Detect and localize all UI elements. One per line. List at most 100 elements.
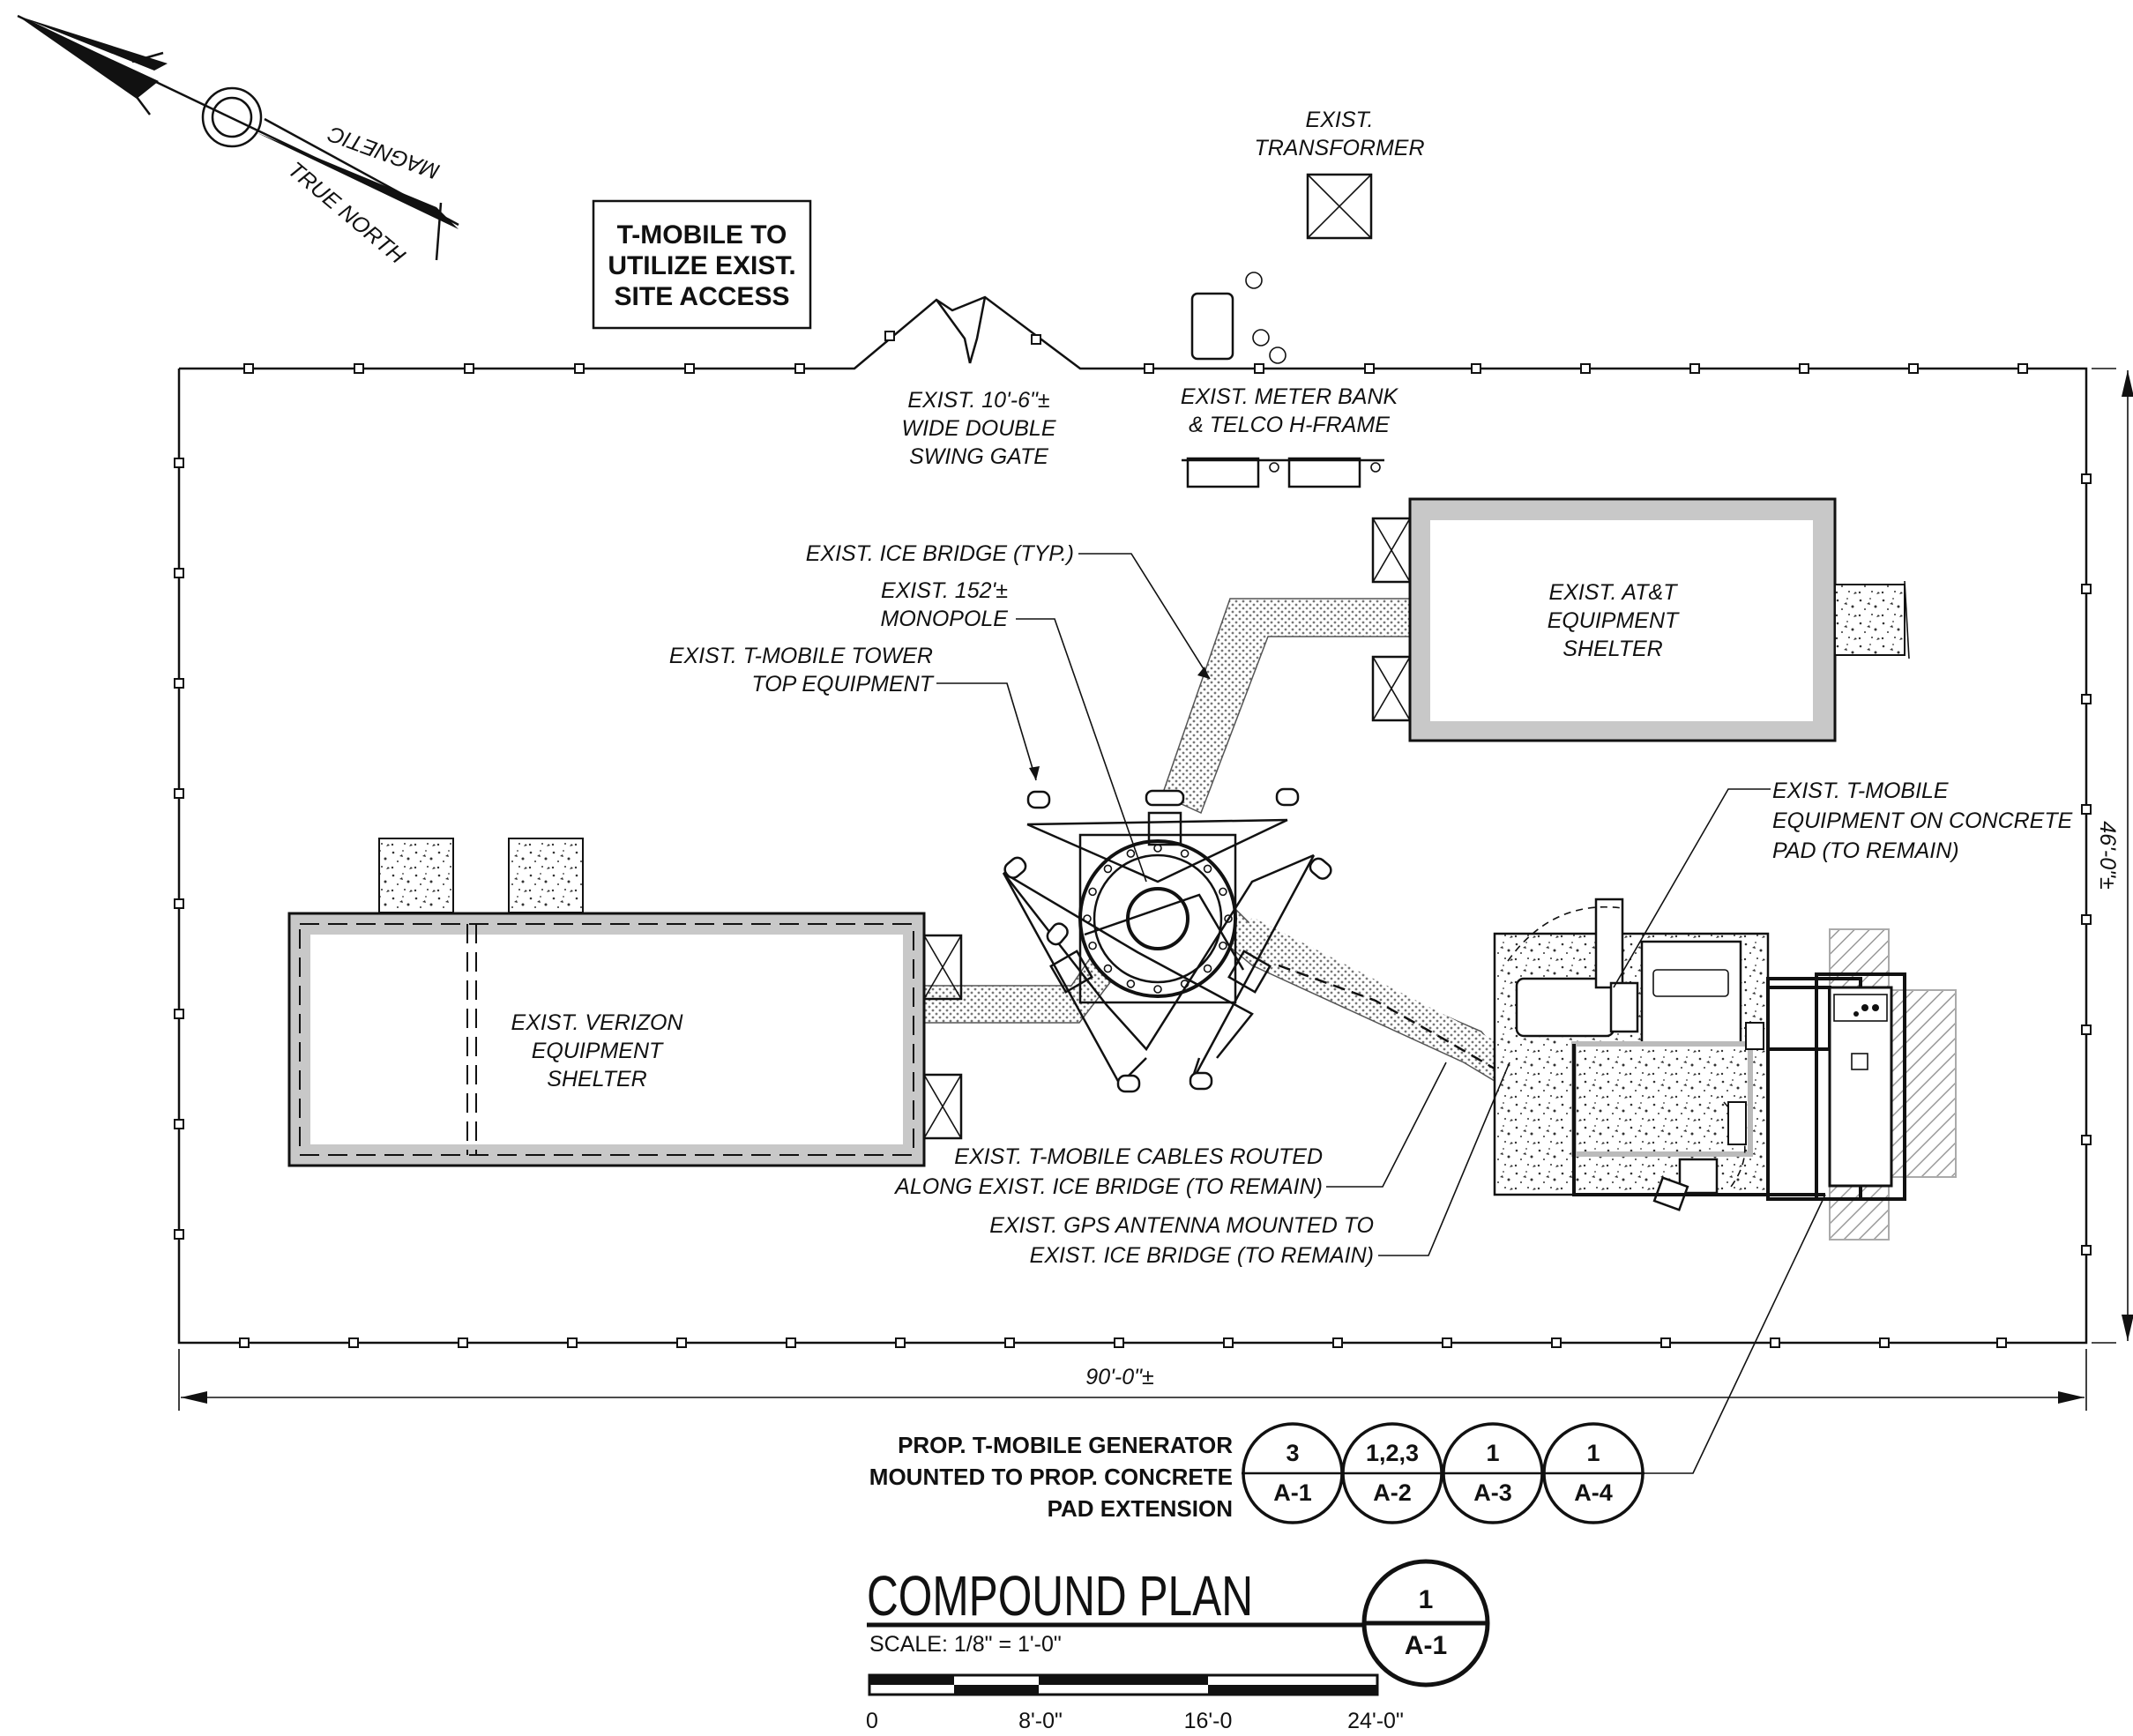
generator-label-3: PAD EXTENSION <box>1048 1495 1233 1522</box>
fence-post <box>884 331 895 341</box>
cables-note: EXIST. T-MOBILE CABLES ROUTED ALONG EXIS… <box>893 1144 1323 1199</box>
existing-transformer: EXIST. TRANSFORMER <box>1254 108 1425 240</box>
site-access-line-3: SITE ACCESS <box>615 282 790 311</box>
fence-post <box>895 1337 906 1348</box>
gps-label-2: EXIST. ICE BRIDGE (TO REMAIN) <box>1030 1243 1374 1268</box>
monopole-label-2: MONOPOLE <box>881 607 1009 631</box>
meter-bank-label-2: & TELCO H-FRAME <box>1189 413 1390 437</box>
flange-bolt <box>1203 864 1212 874</box>
fence-post <box>1908 363 1919 374</box>
fence-post <box>2081 914 2092 925</box>
title-ref-top: 1 <box>1419 1585 1434 1614</box>
fence-post <box>676 1337 687 1348</box>
tmobile-equipment-pad <box>1493 898 1770 1211</box>
fence-post <box>1442 1337 1452 1348</box>
cables-label-1: EXIST. T-MOBILE CABLES ROUTED <box>954 1144 1323 1169</box>
magnetic-label: MAGNETIC <box>324 121 443 184</box>
fence-post <box>354 363 364 374</box>
scale-label-24: 24'-0" <box>1347 1709 1404 1733</box>
fence-post <box>684 363 695 374</box>
fence-post <box>1689 363 1700 374</box>
antenna-icon <box>1003 856 1027 879</box>
fence-post <box>239 1337 250 1348</box>
fence-post <box>1471 363 1481 374</box>
fence-post <box>1004 1337 1015 1348</box>
fence-post <box>174 1229 184 1240</box>
gps-note: EXIST. GPS ANTENNA MOUNTED TO EXIST. ICE… <box>989 1213 1374 1268</box>
gate-note: EXIST. 10'-6"± WIDE DOUBLE SWING GATE <box>901 388 1055 469</box>
sheet-ref-bubble: 1 A-4 <box>1542 1422 1644 1524</box>
ref-1-top: 3 <box>1286 1440 1299 1466</box>
att-label-2: EQUIPMENT <box>1548 608 1680 633</box>
fence-post <box>2081 584 2092 594</box>
monopole-note: EXIST. 152'± MONOPOLE <box>881 578 1009 631</box>
antenna-sector-icon <box>1049 789 1272 994</box>
fence-post <box>458 1337 468 1348</box>
flange-bolt <box>1219 887 1227 897</box>
fence-post <box>1114 1337 1124 1348</box>
ref-4-bottom: A-4 <box>1574 1479 1613 1506</box>
antenna-icon <box>1026 790 1051 809</box>
scale-label-16: 16'-0 <box>1184 1709 1233 1733</box>
flange-bolt <box>1088 887 1097 897</box>
fence-post <box>1551 1337 1562 1348</box>
fence-post <box>574 363 585 374</box>
north-arrow: MAGNETIC TRUE NORTH <box>17 14 459 269</box>
fence-post <box>2081 804 2092 815</box>
ref-4-top: 1 <box>1586 1440 1600 1466</box>
monopole-label-1: EXIST. 152'± <box>881 578 1008 603</box>
height-dimension: 46'-0"± <box>2092 368 2133 1344</box>
att-shelter: EXIST. AT&T EQUIPMENT SHELTER <box>1371 497 1910 742</box>
compound-fence <box>174 295 2092 1348</box>
flange-bolt <box>1180 849 1190 858</box>
verizon-label-1: EXIST. VERIZON <box>511 1010 684 1035</box>
monopole <box>1002 787 1332 1093</box>
transformer-label-1: EXIST. <box>1306 108 1374 132</box>
fence-post <box>794 363 805 374</box>
title-block: COMPOUND PLAN SCALE: 1/8" = 1'-0" 1 A-1 … <box>866 1559 1490 1733</box>
gate-label-2: WIDE DOUBLE <box>901 416 1055 441</box>
flange-bolt <box>1224 914 1233 923</box>
fence-post <box>2017 363 2028 374</box>
fence-post <box>174 1009 184 1019</box>
fence-post <box>1254 363 1264 374</box>
ref-1-bottom: A-1 <box>1273 1479 1312 1506</box>
fence-post <box>174 458 184 468</box>
width-dimension-label: 90'-0"± <box>1085 1365 1153 1390</box>
fence-post <box>1144 363 1154 374</box>
flange-bolt <box>1103 964 1113 973</box>
leader-lines <box>936 553 1826 1474</box>
fence-post <box>1031 334 1041 345</box>
tower-equipment-label-2: TOP EQUIPMENT <box>751 672 934 697</box>
transformer-label-2: TRANSFORMER <box>1254 136 1424 160</box>
sheet-ref-bubble: 1 A-1 <box>1361 1559 1490 1688</box>
generator-callout: PROP. T-MOBILE GENERATOR MOUNTED TO PROP… <box>869 1422 1644 1524</box>
gps-label-1: EXIST. GPS ANTENNA MOUNTED TO <box>989 1213 1374 1238</box>
ice-bridge-note: EXIST. ICE BRIDGE (TYP.) <box>806 541 1074 566</box>
ref-2-bottom: A-2 <box>1373 1479 1412 1506</box>
fence-post <box>174 1119 184 1129</box>
fence-post <box>1770 1337 1780 1348</box>
ice-bridge-label: EXIST. ICE BRIDGE (TYP.) <box>806 541 1074 566</box>
flange-bolt <box>1203 964 1212 973</box>
tower-equipment-note: EXIST. T-MOBILE TOWER TOP EQUIPMENT <box>669 644 935 697</box>
title-ref-bottom: A-1 <box>1405 1631 1447 1660</box>
site-access-note: T-MOBILE TO UTILIZE EXIST. SITE ACCESS <box>592 199 812 330</box>
antenna-icon <box>1309 857 1332 880</box>
tmobile-pad-label-1: EXIST. T-MOBILE <box>1772 779 1949 803</box>
fence-post <box>2081 694 2092 704</box>
fence-post <box>2081 1135 2092 1145</box>
fence-post <box>1879 1337 1890 1348</box>
gate-label-1: EXIST. 10'-6"± <box>907 388 1049 413</box>
fence-post <box>1580 363 1591 374</box>
flange-bolt <box>1153 985 1162 994</box>
flange-bolt <box>1126 980 1136 988</box>
drawing-scale: SCALE: 1/8" = 1'-0" <box>869 1632 1062 1657</box>
site-access-line-2: UTILIZE EXIST. <box>608 251 795 280</box>
fence-post <box>567 1337 578 1348</box>
meter-bank <box>1190 272 1287 364</box>
antenna-icon <box>1275 787 1300 807</box>
scale-label-0: 0 <box>866 1709 878 1733</box>
fence-post <box>2081 1245 2092 1255</box>
